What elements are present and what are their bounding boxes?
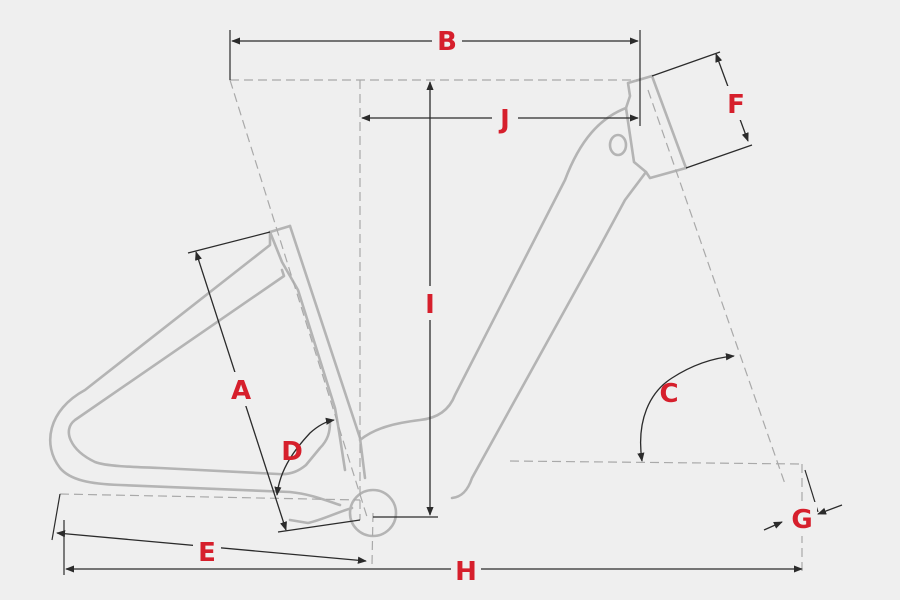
dimension-g-left xyxy=(763,521,783,531)
label-a: A xyxy=(231,376,251,406)
label-e: E xyxy=(198,538,216,568)
angle-d-arc xyxy=(274,417,335,496)
chainstay xyxy=(288,506,354,525)
dimension-g-right xyxy=(817,504,843,515)
frame-hole xyxy=(608,133,628,157)
seat-clamp-top xyxy=(268,224,292,234)
label-h: H xyxy=(455,557,477,587)
dimension-labels: B J I F A D C E H G xyxy=(193,24,817,587)
bike-frame xyxy=(48,74,688,538)
label-b: B xyxy=(437,27,457,57)
label-c: C xyxy=(659,379,678,409)
down-tube-lower-edge xyxy=(450,170,648,500)
down-tube-upper-edge xyxy=(358,106,628,442)
label-i: I xyxy=(425,290,435,320)
construction-lines xyxy=(59,79,803,575)
label-d: D xyxy=(281,437,303,467)
label-f: F xyxy=(727,90,745,120)
seat-tube-rear-edge xyxy=(268,230,347,472)
label-g: G xyxy=(791,505,812,535)
angle-c-arc xyxy=(637,353,735,462)
head-tube xyxy=(624,74,688,180)
label-j: J xyxy=(498,105,510,135)
